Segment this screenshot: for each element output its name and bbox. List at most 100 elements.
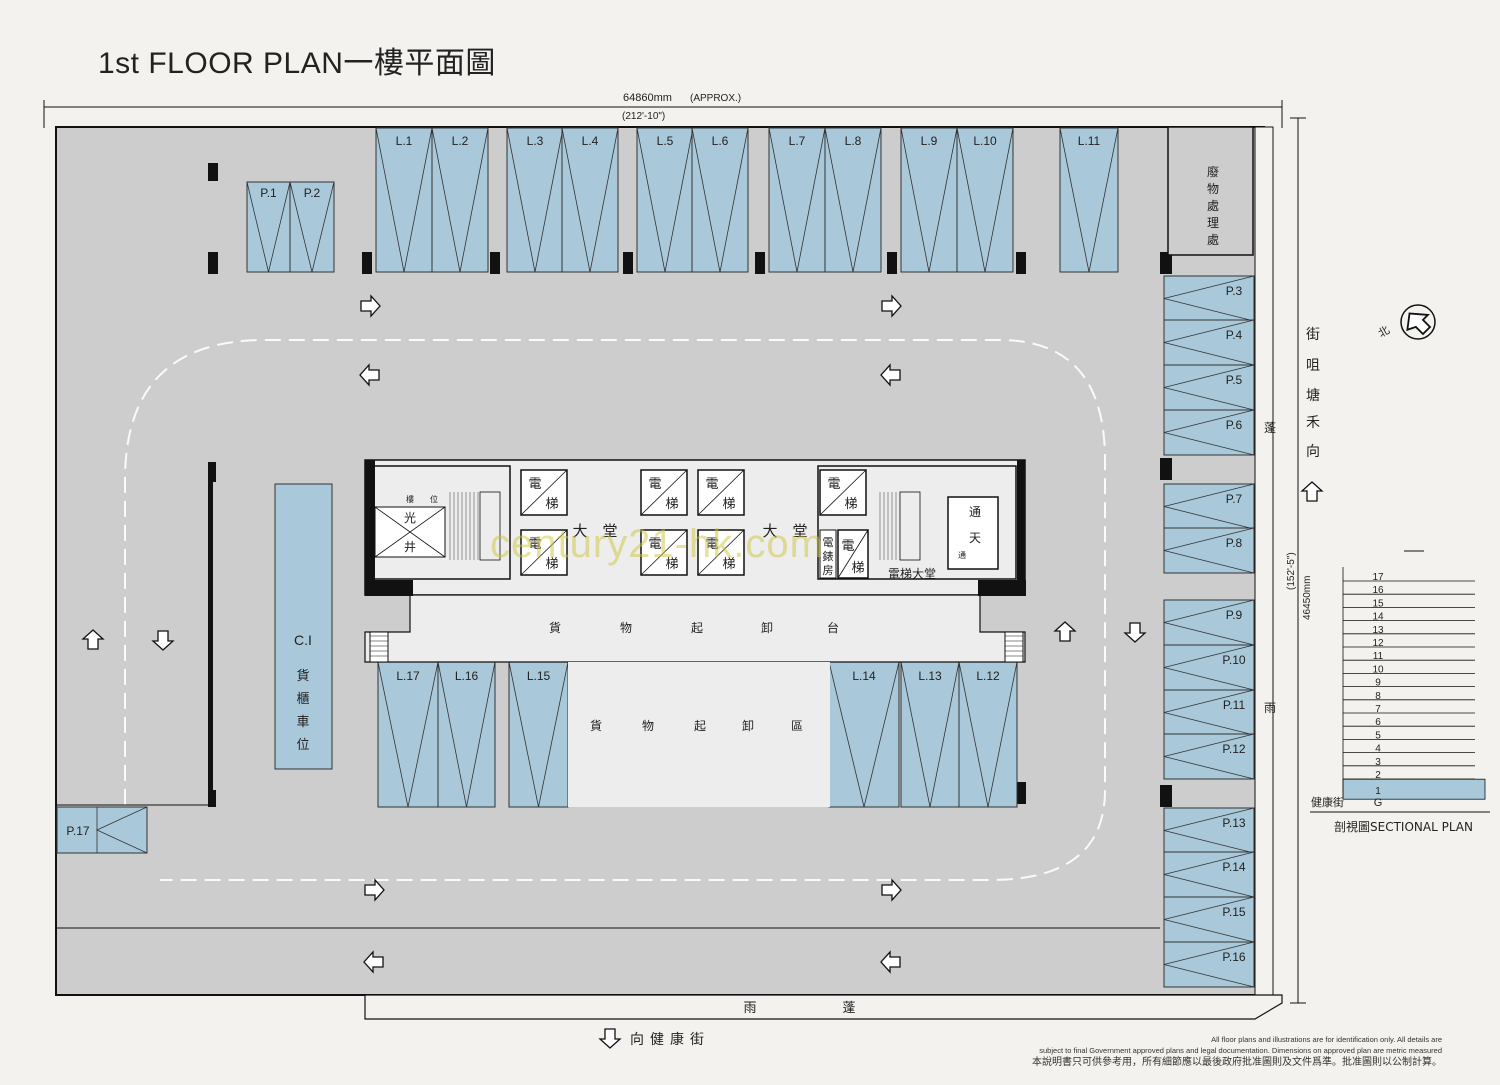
refuse-room	[1167, 126, 1254, 256]
lorry-space-1: L.1	[375, 127, 433, 273]
container-char: 貨	[296, 668, 309, 683]
parking-space-11-label: P.11	[1223, 698, 1246, 712]
traffic-arrow-right	[881, 294, 902, 318]
floor-label: 7	[1375, 704, 1381, 715]
street-right-char: 禾	[1306, 414, 1320, 430]
parking-space-3-label: P.3	[1226, 284, 1243, 298]
pos-char: 位	[430, 494, 438, 504]
lorry-space-13: L.13	[900, 661, 960, 808]
traffic-arrow-left	[363, 950, 384, 974]
disclaimer-line-1: All floor plans and illustrations are fo…	[1211, 1035, 1442, 1044]
traffic-arrow-left	[880, 363, 901, 387]
lift-char: 梯	[545, 556, 558, 571]
floor-label: 10	[1372, 664, 1384, 675]
loading-platform-char: 台	[827, 620, 839, 635]
platform-steps	[1004, 631, 1024, 663]
lorry-space-10: L.10	[956, 127, 1014, 273]
loading-platform-char: 起	[691, 621, 703, 635]
lorry-space-1-label: L.1	[396, 134, 413, 148]
parking-space-13-label: P.13	[1222, 816, 1245, 830]
right-canopy-strip	[1254, 126, 1274, 996]
parking-space-14: P.14	[1163, 851, 1255, 898]
lorry-space-8: L.8	[824, 127, 882, 273]
parking-space-9: P.9	[1163, 599, 1255, 646]
loading-area-char: 區	[791, 719, 803, 733]
meter-room-char: 錶	[823, 550, 834, 563]
floor-label: 1	[1375, 786, 1381, 797]
lorry-space-12-label: L.12	[976, 669, 1000, 683]
parking-space-17-label: P.17	[66, 824, 89, 838]
parking-space-10-label: P.10	[1222, 653, 1245, 667]
stair-landing	[479, 491, 501, 561]
lorry-space-12: L.12	[958, 661, 1018, 808]
container-char: 車	[296, 714, 309, 729]
street-label: 健康街	[1311, 795, 1344, 809]
container-char: 位	[296, 737, 309, 752]
street-right-char: 街	[1306, 326, 1320, 342]
core-wall	[1017, 460, 1025, 585]
parking-space-1: P.1	[246, 181, 291, 273]
parking-space-5: P.5	[1163, 364, 1255, 411]
parking-space-4-label: P.4	[1226, 328, 1243, 342]
depth-mm: 46450mm	[1302, 576, 1313, 620]
parking-space-7-label: P.7	[1226, 492, 1243, 506]
floor-label: 15	[1372, 598, 1384, 609]
bottom-canopy	[364, 994, 1283, 1020]
lorry-space-17: L.17	[377, 661, 439, 808]
core-wall	[365, 460, 375, 595]
lorry-space-8-label: L.8	[845, 134, 862, 148]
ground-label: G	[1374, 797, 1383, 809]
lorry-space-11: L.11	[1059, 127, 1119, 273]
street-bottom-label: 向健康街	[630, 1031, 710, 1047]
meter-room-char: 電	[823, 536, 834, 549]
traffic-arrow-down	[151, 630, 175, 651]
parking-space-6: P.6	[1163, 409, 1255, 456]
driveway-curve	[124, 339, 1106, 881]
lorry-space-3: L.3	[506, 127, 564, 273]
width-ft: (212'-10")	[622, 111, 665, 122]
lift-char: 梯	[665, 556, 678, 571]
parking-space-12-label: P.12	[1222, 742, 1245, 756]
lift-char: 電	[528, 536, 541, 551]
width-mm: 64860mm	[623, 92, 672, 104]
floor-label: 9	[1375, 678, 1381, 689]
refuse-room-char: 廢	[1207, 164, 1219, 179]
lift-char: 電	[827, 476, 840, 491]
parking-space-2-label: P.2	[304, 186, 321, 200]
parking-space-2: P.2	[289, 181, 335, 273]
lorry-space-15: L.15	[508, 661, 569, 808]
watermark: century21-hk.com	[490, 522, 824, 566]
lift-car: 電梯	[819, 469, 867, 516]
floor-label: 11	[1373, 651, 1384, 662]
sectional-caption: 剖視圖SECTIONAL PLAN	[1334, 820, 1473, 834]
parking-space-3: P.3	[1163, 275, 1255, 322]
parking-space-12: P.12	[1163, 733, 1255, 780]
lorry-space-14: L.14	[828, 661, 900, 808]
core-wall	[365, 580, 413, 596]
loading-area-char: 貨	[590, 718, 602, 733]
parking-space-10: P.10	[1163, 644, 1255, 691]
loading-platform-char: 卸	[761, 620, 773, 635]
lorry-space-2-label: L.2	[452, 134, 469, 148]
traffic-arrow-right	[360, 294, 381, 318]
parking-space-4: P.4	[1163, 319, 1255, 366]
loading-area-char: 卸	[742, 718, 754, 733]
lorry-space-4: L.4	[561, 127, 619, 273]
lorry-space-4-label: L.4	[582, 134, 599, 148]
lift-lobby-label: 電梯大堂	[888, 567, 936, 581]
lorry-space-11-label: L.11	[1078, 134, 1101, 148]
parking-space-5-label: P.5	[1226, 373, 1243, 387]
container-char: 櫃	[296, 691, 309, 706]
north-arrow: 北	[1376, 304, 1436, 340]
lorry-space-6-label: L.6	[712, 134, 729, 148]
traffic-arrow-down	[1123, 622, 1147, 643]
lift-car: 電梯	[640, 469, 688, 516]
lobby-char: 堂	[792, 523, 807, 540]
lorry-space-7: L.7	[768, 127, 826, 273]
parking-space-16: P.16	[1163, 941, 1255, 988]
loading-area-char: 起	[694, 719, 706, 733]
traffic-arrow-right	[881, 878, 902, 902]
lift-char: 梯	[665, 496, 678, 511]
street-right-char: 塘	[1306, 387, 1320, 403]
